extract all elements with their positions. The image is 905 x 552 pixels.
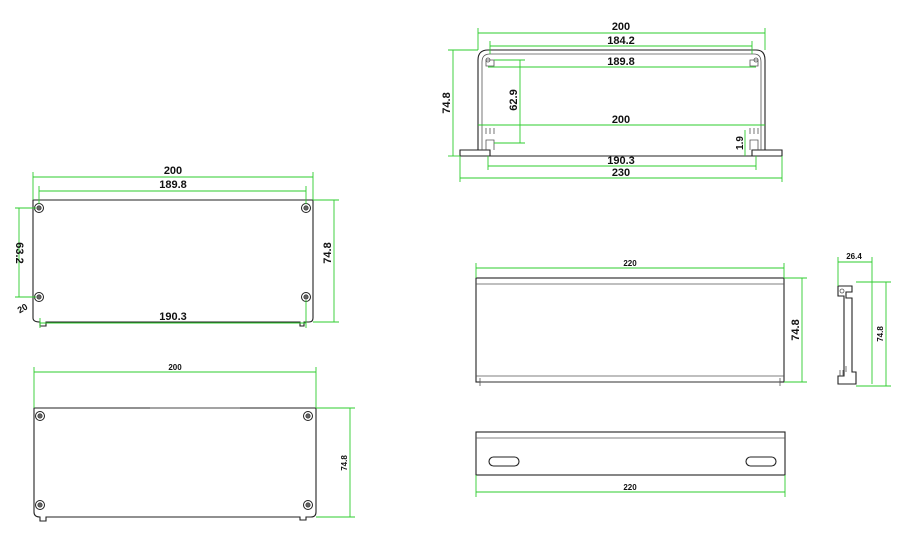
dim-detail-width <box>837 257 873 384</box>
dim-front-overall-width <box>32 172 314 200</box>
label-front-hole-spacing-bottom: 190.3 <box>159 311 187 323</box>
bottom-flange-view: 220 <box>475 431 786 497</box>
dim-front-hole-spacing-bottom <box>39 300 307 328</box>
dim-section-outer-width <box>477 28 766 50</box>
label-section-inner-height: 62.9 <box>508 89 520 110</box>
label-section-base-inner: 190.3 <box>607 155 635 167</box>
label-front-overall-width: 200 <box>164 165 182 177</box>
profile-side-view: 220 74.8 <box>475 259 807 386</box>
flange-slot-right <box>745 456 777 467</box>
label-detail-width: 26.4 <box>846 252 862 261</box>
dim-section-height <box>448 49 478 157</box>
blank-panel-outline <box>33 407 317 522</box>
dim-blank-height <box>316 407 355 518</box>
dim-section-inner-height <box>494 59 525 144</box>
label-section-height: 74.8 <box>441 92 453 113</box>
detail-profile <box>837 285 857 385</box>
label-section-wall: 1.9 <box>735 136 746 150</box>
label-flange-length: 220 <box>623 483 637 492</box>
label-blank-height: 74.8 <box>340 455 349 471</box>
dim-detail-height <box>856 281 891 387</box>
section-outer-shell <box>477 49 766 150</box>
dim-profile-height <box>784 277 807 383</box>
label-profile-height: 74.8 <box>790 319 802 340</box>
profile-body <box>475 277 785 383</box>
dim-front-height <box>313 199 339 323</box>
dim-front-hole-spacing-top <box>38 186 307 204</box>
dim-flange-length <box>475 475 786 497</box>
front-panel-outline <box>32 199 314 327</box>
label-section-inner-width: 184.2 <box>607 35 635 47</box>
label-blank-width: 200 <box>168 363 182 372</box>
dim-profile-length <box>475 263 785 278</box>
flange-slot-left <box>488 456 520 467</box>
flange-plate <box>475 431 786 476</box>
label-section-rail-spacing: 189.8 <box>607 56 635 68</box>
blank-panel-view: 200 74.8 <box>33 363 355 522</box>
label-front-hole-spacing-vertical: 63.2 <box>13 242 25 263</box>
label-front-corner: 20 <box>16 302 30 316</box>
dim-section-flange-width <box>459 156 783 182</box>
label-profile-length: 220 <box>623 259 637 268</box>
dim-blank-width <box>33 367 317 408</box>
dim-section-inner-width <box>489 41 753 54</box>
label-front-height: 74.8 <box>322 242 334 263</box>
label-section-flange-width: 230 <box>612 167 630 179</box>
end-section-view: 200 184.2 189.8 74.8 62.9 <box>441 21 783 182</box>
section-base-flange <box>459 149 783 157</box>
label-section-center-width: 200 <box>612 114 630 126</box>
label-section-outer-width: 200 <box>612 21 630 33</box>
dim-front-hole-spacing-vertical <box>15 207 36 298</box>
label-front-hole-spacing-top: 189.8 <box>159 179 187 191</box>
front-panel-view: 200 189.8 190.3 63.2 74.8 <box>13 165 339 328</box>
section-detail-view: 26.4 74.8 <box>837 252 891 387</box>
label-detail-height: 74.8 <box>876 326 885 342</box>
dim-section-base-inner <box>487 156 757 170</box>
